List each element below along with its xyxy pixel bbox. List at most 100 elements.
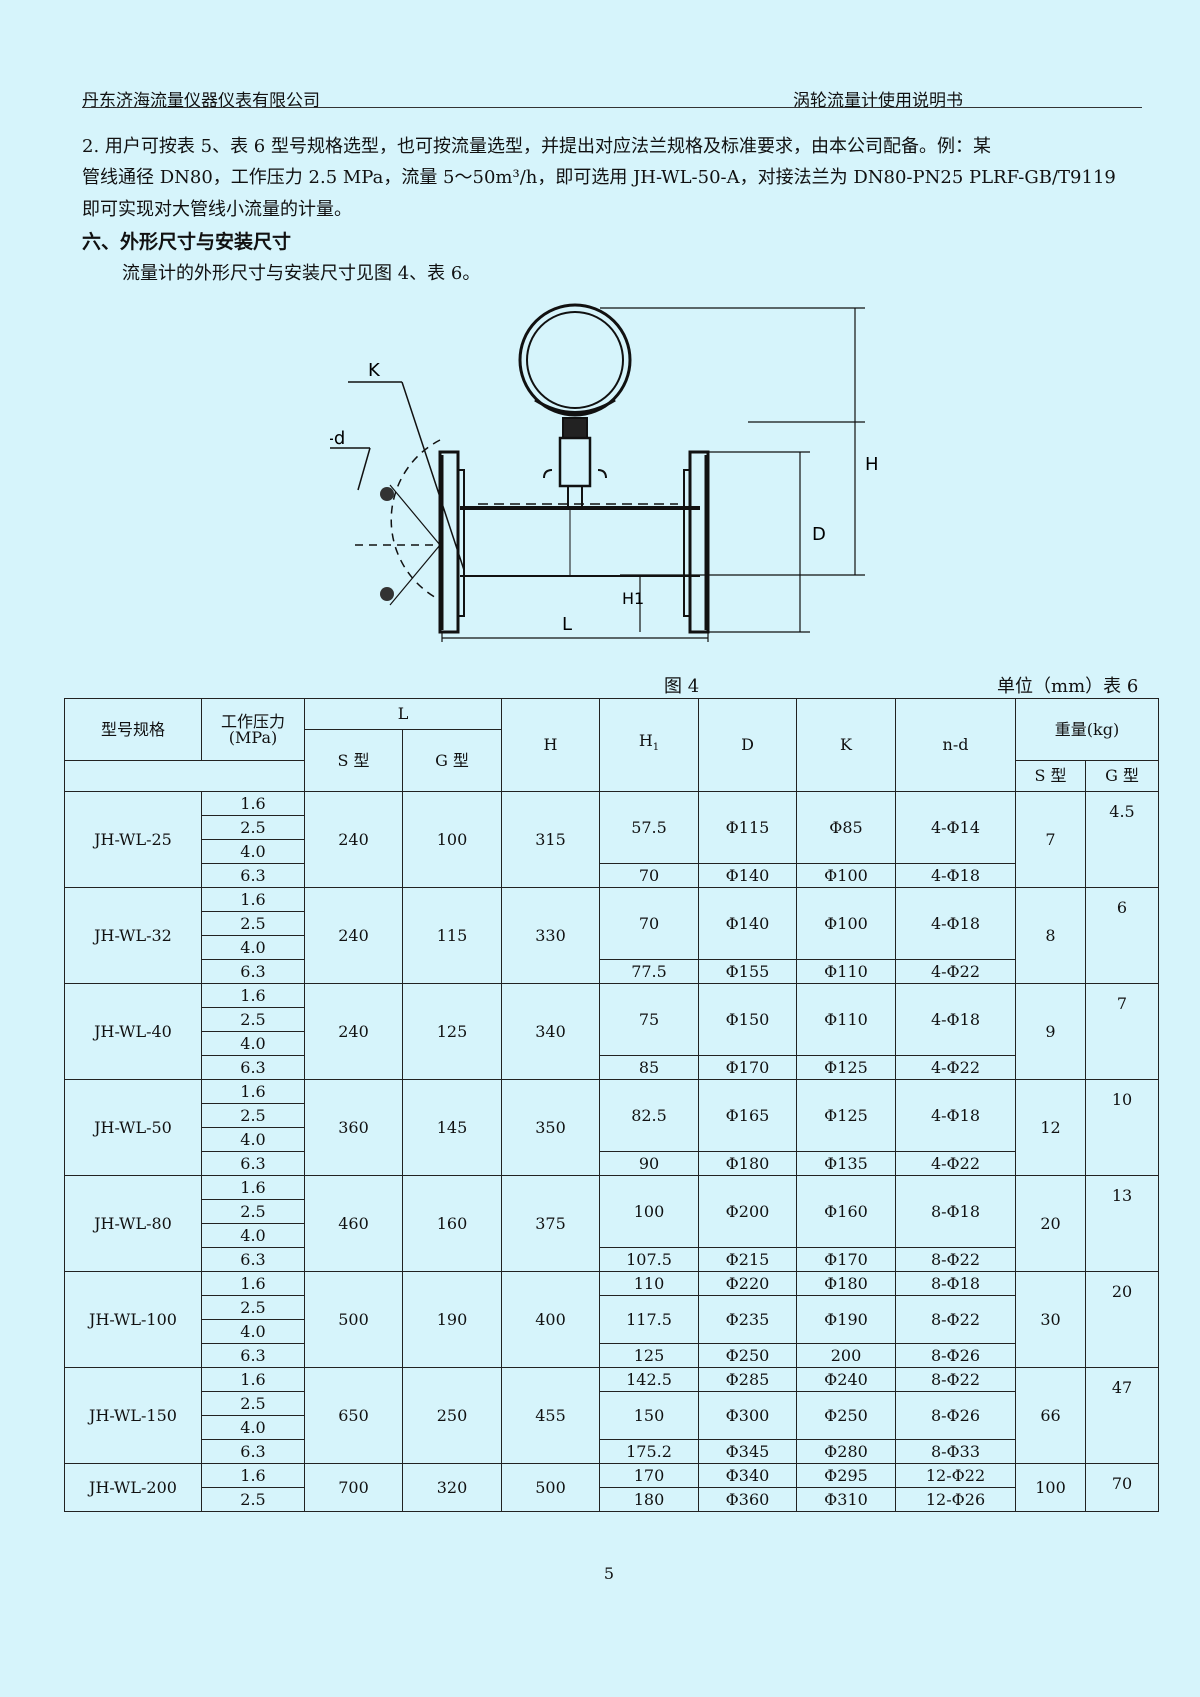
l-g-cell: 190 [402,1271,502,1368]
pressure-cell: 2.5 [201,1199,305,1224]
section-text: 流量计的外形尺寸与安装尺寸见图 4、表 6。 [122,263,481,284]
model-cell: JH-WL-50 [64,1079,202,1176]
pressure-cell: 1.6 [201,791,305,816]
pressure-cell: 1.6 [201,1079,305,1104]
label-l: L [562,614,572,635]
nd-cell: 4-Φ18 [895,1079,1016,1152]
pressure-cell: 2.5 [201,1007,305,1032]
section-heading: 六、外形尺寸与安装尺寸 [82,231,292,253]
weight-s-cell: 12 [1015,1079,1086,1176]
header-d: D [698,698,797,792]
weight-s-cell: 30 [1015,1271,1086,1368]
h1-cell: 125 [599,1343,699,1368]
pressure-cell: 2.5 [201,1487,305,1512]
d-cell: Φ200 [698,1175,797,1248]
header-k: K [796,698,896,792]
l-s-cell: 460 [304,1175,403,1272]
h1-cell: 110 [599,1271,699,1296]
k-cell: Φ85 [796,791,896,864]
pressure-cell: 2.5 [201,815,305,840]
header-weight-g: G 型 [1085,760,1159,792]
pressure-cell: 1.6 [201,1367,305,1392]
h1-cell: 170 [599,1463,699,1488]
header-l-g-type: G 型 [402,729,502,792]
d-cell: Φ220 [698,1271,797,1296]
header-model: 型号规格 [64,698,202,761]
pressure-cell: 1.6 [201,1175,305,1200]
pressure-cell: 2.5 [201,911,305,936]
h1-cell: 70 [599,863,699,888]
h1-cell: 90 [599,1151,699,1176]
pressure-cell: 6.3 [201,863,305,888]
table-row: 4.0 [65,1415,1159,1440]
l-g-cell: 250 [402,1367,502,1464]
pressure-cell: 6.3 [201,1247,305,1272]
paragraph-line-1: 2. 用户可按表 5、表 6 型号规格选型，也可按流量选型，并提出对应法兰规格及… [82,136,991,157]
h-cell: 455 [501,1367,600,1464]
nd-cell: 4-Φ22 [895,1055,1016,1080]
h1-cell: 57.5 [599,791,699,864]
h-cell: 375 [501,1175,600,1272]
l-s-cell: 700 [304,1463,403,1512]
h1-cell: 107.5 [599,1247,699,1272]
l-s-cell: 240 [304,887,403,984]
l-g-cell: 115 [402,887,502,984]
h1-cell: 100 [599,1175,699,1248]
k-cell: Φ240 [796,1367,896,1392]
h1-cell: 82.5 [599,1079,699,1152]
header-nd: n-d [895,698,1016,792]
k-cell: Φ125 [796,1055,896,1080]
model-cell: JH-WL-200 [64,1463,202,1512]
model-cell: JH-WL-100 [64,1271,202,1368]
pressure-cell: 6.3 [201,1151,305,1176]
k-cell: Φ160 [796,1175,896,1248]
h1-cell: 70 [599,887,699,960]
d-cell: Φ140 [698,887,797,960]
pressure-cell: 6.3 [201,1439,305,1464]
table-row: 2.5 [65,1103,1159,1128]
k-cell: Φ190 [796,1295,896,1344]
d-cell: Φ215 [698,1247,797,1272]
weight-s-cell: 8 [1015,887,1086,984]
spec-table: 型号规格 工作压力 (MPa) L H H1 D K n-d 重量(kg) S … [64,698,1159,1512]
nd-cell: 4-Φ18 [895,983,1016,1056]
weight-g-cell: 47 [1085,1367,1159,1464]
pressure-cell: 1.6 [201,1463,305,1488]
pressure-cell: 4.0 [201,1319,305,1344]
nd-cell: 8-Φ22 [895,1247,1016,1272]
table-row: 2.5 [65,1199,1159,1224]
pressure-cell: 4.0 [201,1223,305,1248]
pressure-cell: 4.0 [201,1127,305,1152]
k-cell: Φ125 [796,1079,896,1152]
l-s-cell: 240 [304,983,403,1080]
h-cell: 400 [501,1271,600,1368]
table-row: 4.0 [65,1127,1159,1152]
weight-s-cell: 7 [1015,791,1086,888]
pressure-cell: 2.5 [201,1103,305,1128]
weight-g-cell: 20 [1085,1271,1159,1368]
l-g-cell: 320 [402,1463,502,1512]
nd-cell: 12-Φ26 [895,1487,1016,1512]
d-cell: Φ300 [698,1391,797,1440]
header-pressure-unit: (MPa) [228,727,278,747]
k-cell: Φ110 [796,983,896,1056]
k-cell: 200 [796,1343,896,1368]
header-doc-title: 涡轮流量计使用说明书 [793,91,963,111]
h-cell: 315 [501,791,600,888]
l-s-cell: 500 [304,1271,403,1368]
nd-cell: 4-Φ18 [895,863,1016,888]
h-cell: 340 [501,983,600,1080]
nd-cell: 8-Φ18 [895,1271,1016,1296]
nd-cell: 8-Φ26 [895,1343,1016,1368]
k-cell: Φ135 [796,1151,896,1176]
d-cell: Φ155 [698,959,797,984]
